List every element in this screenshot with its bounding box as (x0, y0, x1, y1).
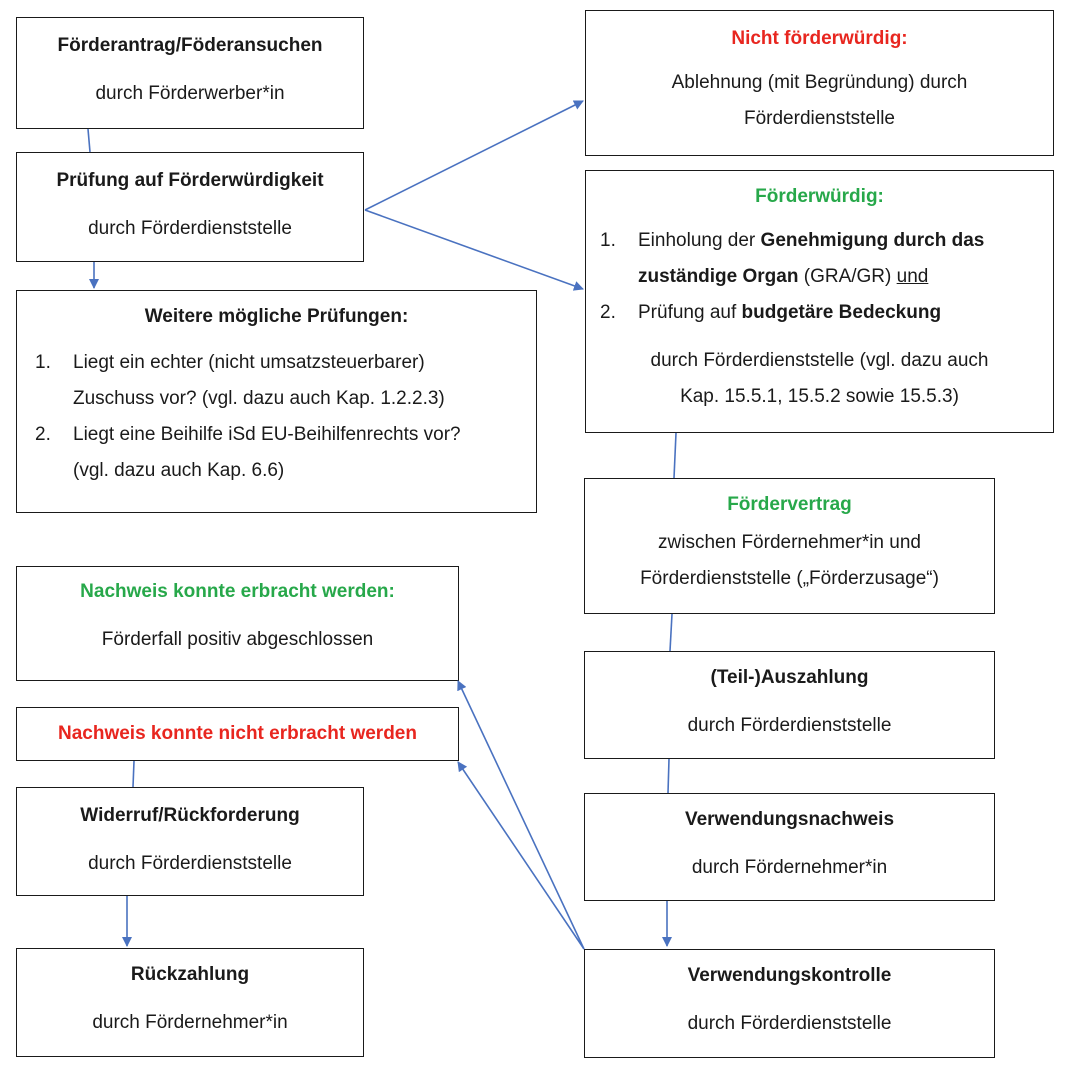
connector-antrag-pruefung (87, 128, 91, 153)
foerdervertrag-line1: zwischen Fördernehmer*in und (658, 532, 921, 553)
weitere-pruefungen-list: 1. Liegt ein echter (nicht umsatzsteuerb… (35, 345, 536, 489)
arrow-kontrolle-nicht-erbracht (457, 761, 585, 950)
widerruf-sub: durch Förderdienststelle (88, 853, 292, 874)
box-teil-auszahlung: (Teil-)Auszahlung durch Förderdienststel… (584, 651, 995, 759)
widerruf-title: Widerruf/Rückforderung (80, 805, 300, 826)
foerdervertrag-line2: Förderdienststelle („Förderzusage“) (640, 568, 939, 589)
connector-auszahlung-nachweis (667, 758, 670, 794)
box-pruefung: Prüfung auf Förderwürdigkeit durch Förde… (16, 152, 364, 262)
box-weitere-pruefungen: Weitere mögliche Prüfungen: 1. Liegt ein… (16, 290, 537, 513)
arrow-pruefung-nicht-foerderwuerdig (364, 100, 584, 211)
pruefung-title: Prüfung auf Förderwürdigkeit (56, 170, 324, 191)
foerderwuerdig-sub2: Kap. 15.5.1, 15.5.2 sowie 15.5.3) (680, 386, 959, 407)
connector-foerderwuerdig-vertrag (673, 432, 677, 479)
auszahlung-sub: durch Förderdienststelle (687, 715, 892, 736)
box-foerdervertrag: Fördervertrag zwischen Fördernehmer*in u… (584, 478, 995, 614)
verwendungsnachweis-title: Verwendungsnachweis (684, 809, 895, 830)
foerdervertrag-title: Fördervertrag (727, 494, 852, 515)
foerderwuerdig-sub1: durch Förderdienststelle (vgl. dazu auch (650, 350, 989, 371)
foerderwuerdig-title: Förderwürdig: (755, 186, 884, 207)
verwendungskontrolle-title: Verwendungskontrolle (687, 965, 892, 986)
connector-vertrag-auszahlung (669, 613, 673, 652)
nachweis-erbracht-sub: Förderfall positiv abgeschlossen (101, 629, 374, 650)
pruefung-sub: durch Förderdienststelle (88, 218, 292, 239)
nicht-foerderwuerdig-title: Nicht förderwürdig: (731, 28, 908, 49)
weitere-pruefungen-item: 1. Liegt ein echter (nicht umsatzsteuerb… (35, 352, 445, 409)
foerderwuerdig-item: 1. Einholung der Genehmigung durch das z… (600, 230, 985, 287)
foerderantrag-sub: durch Förderwerber*in (95, 83, 285, 104)
foerderantrag-title: Förderantrag/Föderansuchen (57, 35, 323, 56)
box-rueckzahlung: Rückzahlung durch Fördernehmer*in (16, 948, 364, 1057)
nicht-foerderwuerdig-line1: Ablehnung (mit Begründung) durch (671, 72, 968, 93)
rueckzahlung-sub: durch Fördernehmer*in (92, 1012, 288, 1033)
box-foerderantrag: Förderantrag/Föderansuchen durch Förderw… (16, 17, 364, 129)
auszahlung-title: (Teil-)Auszahlung (710, 667, 869, 688)
box-widerruf: Widerruf/Rückforderung durch Förderdiens… (16, 787, 364, 896)
foerderwuerdig-list: 1. Einholung der Genehmigung durch das z… (600, 223, 1053, 331)
nicht-foerderwuerdig-line2: Förderdienststelle (743, 108, 896, 129)
box-nachweis-nicht-erbracht: Nachweis konnte nicht erbracht werden (16, 707, 459, 761)
nachweis-nicht-erbracht-title: Nachweis konnte nicht erbracht werden (58, 723, 417, 744)
foerderwuerdig-item: 2. Prüfung auf budgetäre Bedeckung (600, 302, 942, 323)
box-verwendungskontrolle: Verwendungskontrolle durch Förderdiensts… (584, 949, 995, 1058)
box-nicht-foerderwuerdig: Nicht förderwürdig: Ablehnung (mit Begrü… (585, 10, 1054, 156)
box-nachweis-erbracht: Nachweis konnte erbracht werden: Förderf… (16, 566, 459, 681)
box-verwendungsnachweis: Verwendungsnachweis durch Fördernehmer*i… (584, 793, 995, 901)
arrow-pruefung-foerderwuerdig (364, 209, 584, 291)
verwendungskontrolle-sub: durch Förderdienststelle (687, 1013, 892, 1034)
arrow-kontrolle-erbracht (457, 680, 585, 950)
verwendungsnachweis-sub: durch Fördernehmer*in (691, 857, 888, 878)
connector-nicht-erbracht-widerruf (132, 760, 135, 788)
nachweis-erbracht-title: Nachweis konnte erbracht werden: (80, 581, 395, 602)
weitere-pruefungen-item: 2. Liegt eine Beihilfe iSd EU-Beihilfenr… (35, 424, 461, 481)
box-foerderwuerdig: Förderwürdig: 1. Einholung der Genehmigu… (585, 170, 1054, 433)
weitere-pruefungen-title: Weitere mögliche Prüfungen: (144, 306, 409, 327)
rueckzahlung-title: Rückzahlung (130, 964, 250, 985)
